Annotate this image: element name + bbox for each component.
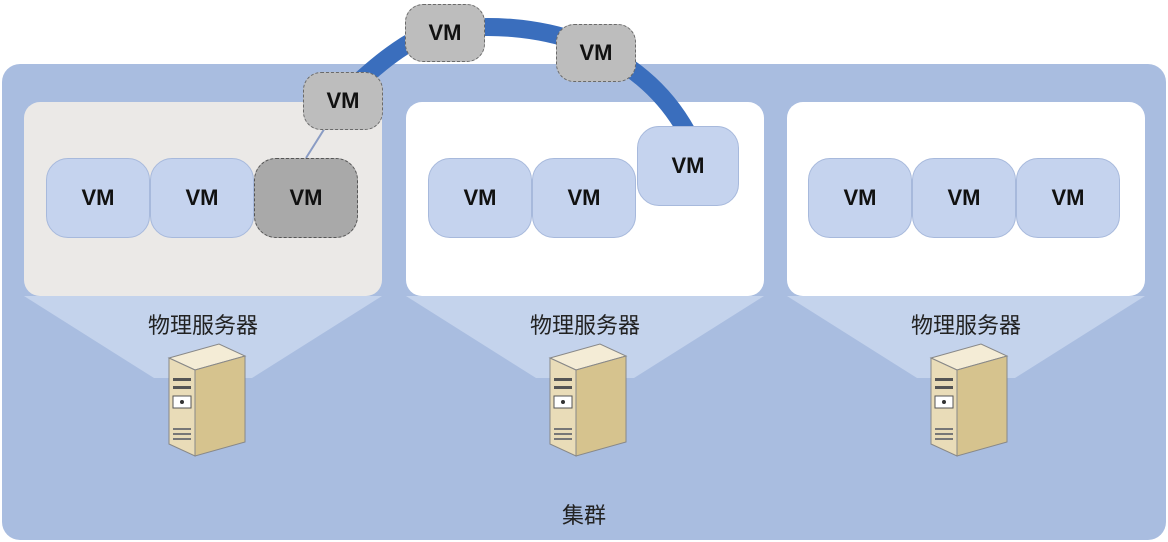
host-1-vm-migrating: VM <box>254 158 358 238</box>
migrating-vm-ghost-3: VM <box>556 24 636 82</box>
host-2-label: 物理服务器 <box>529 314 640 339</box>
host-2-funnel <box>406 296 764 378</box>
server-icon <box>167 343 247 457</box>
host-1-vm-1: VM <box>46 158 150 238</box>
server-icon <box>929 343 1009 457</box>
host-3-vm-2: VM <box>912 158 1016 238</box>
migrating-vm-ghost-1: VM <box>303 72 383 130</box>
host-1-vm-2: VM <box>150 158 254 238</box>
cluster-label: 集群 <box>561 504 606 529</box>
host-2-vm-migrated: VM <box>637 126 739 206</box>
host-3-vm-3: VM <box>1016 158 1120 238</box>
host-1-label: 物理服务器 <box>147 314 258 339</box>
host-3-funnel <box>787 296 1145 378</box>
host-2-vm-1: VM <box>428 158 532 238</box>
host-2-vm-2: VM <box>532 158 636 238</box>
migrating-vm-ghost-2: VM <box>405 4 485 62</box>
host-3-vm-1: VM <box>808 158 912 238</box>
server-icon <box>548 343 628 457</box>
host-3-label: 物理服务器 <box>910 314 1021 339</box>
host-1-funnel <box>24 296 382 378</box>
